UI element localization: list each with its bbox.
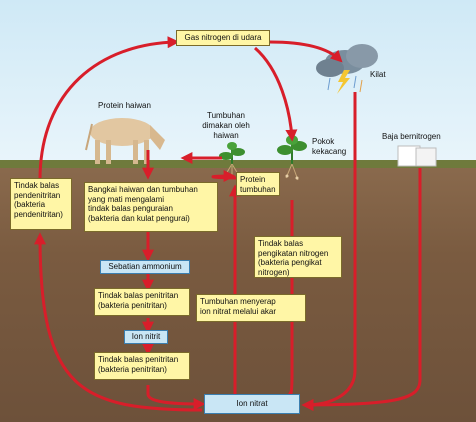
storm-cloud-icon	[316, 44, 378, 94]
sky	[0, 0, 476, 165]
arrow-nitrate-to-denitrification	[34, 232, 203, 412]
fertilizer-label: Baja bernitrogen	[382, 132, 441, 141]
animal-protein-label: Protein haiwan	[98, 101, 151, 110]
legume-label: Pokok kekacang	[312, 137, 347, 156]
denitrification-box: Tindak balas pendenitritan (bakteria pen…	[10, 178, 72, 230]
nitrate-ion-box: Ion nitrat	[204, 394, 300, 414]
nitrification-box-2: Tindak balas penitritan (bakteria penitr…	[94, 352, 190, 380]
nitrate-absorption-box: Tumbuhan menyerap ion nitrat melalui aka…	[196, 294, 306, 322]
fertilizer-bags-icon	[397, 145, 437, 167]
cow-icon	[85, 118, 165, 164]
nitrogen-fixation-box: Tindak balas pengikatan nitrogen (bakter…	[254, 236, 342, 278]
arrow-nitrite-to-nitrate	[146, 385, 206, 410]
lightning-label: Kilat	[370, 70, 386, 79]
decomposition-box: Bangkai haiwan dan tumbuhan yang mati me…	[84, 182, 218, 232]
arrow-to-lightning	[269, 40, 343, 63]
plant-protein-box: Protein tumbuhan	[236, 172, 280, 196]
eaten-plants-label: Tumbuhan dimakan oleh haiwan	[202, 111, 250, 140]
legume-plant-icon	[277, 135, 307, 181]
arrow-to-air	[38, 36, 180, 181]
nitrite-ion-box: Ion nitrit	[124, 330, 168, 344]
nitrogen-gas-box: Gas nitrogen di udara	[176, 30, 270, 46]
ground-surface	[0, 160, 476, 168]
soil	[0, 165, 476, 422]
arrow-to-legume	[254, 46, 298, 142]
nitrification-box-1: Tindak balas penitritan (bakteria penitr…	[94, 288, 190, 316]
ammonium-compound-box: Sebatian ammonium	[100, 260, 190, 274]
arrow-fertilizer-to-nitrate	[301, 168, 422, 411]
